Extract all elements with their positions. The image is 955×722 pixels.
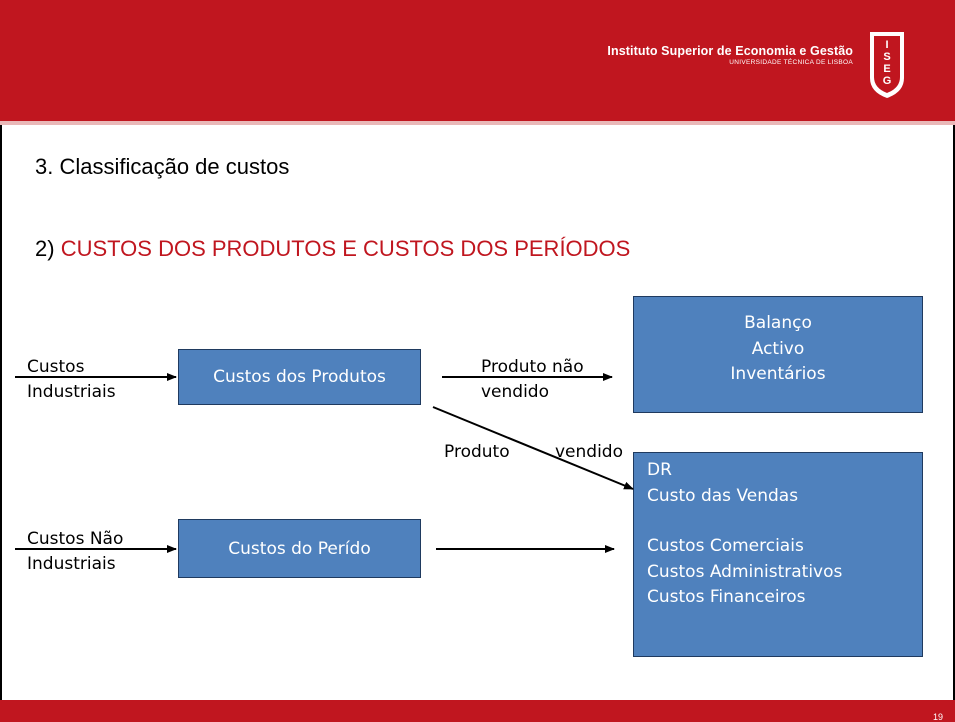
subtitle-text: CUSTOS DOS PRODUTOS E CUSTOS DOS PERÍODO… <box>60 236 631 261</box>
iseg-shield-logo: I S E G <box>870 32 904 98</box>
input-industrial-label: Custos Industriais <box>27 355 116 404</box>
logo-letter: S <box>883 51 890 63</box>
dr-line: Custos Administrativos <box>647 561 843 582</box>
arrow-sold-to-dr <box>432 406 634 490</box>
box-income-statement: DR Custo das Vendas Custos Comerciais Cu… <box>633 452 923 657</box>
institution-name: Instituto Superior de Economia e Gestão <box>607 44 853 58</box>
balance-line: Balanço <box>744 313 812 333</box>
dr-line: Custos Financeiros <box>647 587 806 607</box>
header-underline <box>0 121 955 125</box>
label-line: Produto não <box>481 357 584 377</box>
balance-line: Activo <box>751 338 805 359</box>
slide-subtitle: 2) CUSTOS DOS PRODUTOS E CUSTOS DOS PERÍ… <box>35 236 630 262</box>
box-product-costs: Custos dos Produtos <box>178 349 421 405</box>
section-title: 3. Classificação de custos <box>35 154 290 179</box>
label-line: vendido <box>481 381 549 402</box>
university-name: UNIVERSIDADE TÉCNICA DE LISBOA <box>729 59 853 66</box>
label-line: Industriais <box>27 553 116 574</box>
balance-line: Inventários <box>730 364 826 384</box>
footer-bar <box>0 700 955 722</box>
label-product-sold-a: Produto <box>444 442 510 462</box>
dr-line: DR <box>647 460 672 480</box>
label-product-not-sold: Produto não vendido <box>481 355 584 404</box>
label-line: Custos <box>27 357 85 377</box>
dr-line: Custos Comerciais <box>647 536 804 556</box>
dr-line: Custo das Vendas <box>647 485 799 506</box>
label-line: Industriais <box>27 381 116 402</box>
logo-letter: E <box>883 63 890 75</box>
label-line: Custos Não <box>27 529 124 549</box>
subtitle-prefix: 2) <box>35 236 61 261</box>
input-non-industrial-label: Custos Não Industriais <box>27 527 123 576</box>
logo-letter: I <box>885 39 888 51</box>
box-period-costs: Custos do Perído <box>178 519 421 578</box>
logo-letter: G <box>883 75 892 87</box>
page-number: 19 <box>932 712 943 722</box>
header-bar <box>0 0 955 121</box>
institution-block: Instituto Superior de Economia e Gestão … <box>607 44 853 66</box>
box-balance-sheet: Balanço Activo Inventários <box>633 296 923 413</box>
label-product-sold-b: vendido <box>555 442 623 462</box>
